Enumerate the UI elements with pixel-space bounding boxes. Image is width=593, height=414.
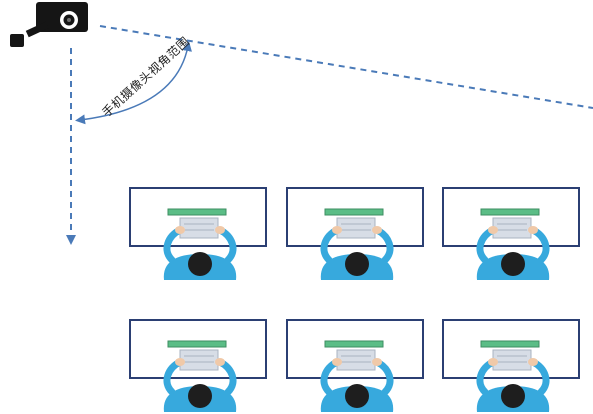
workstation — [130, 320, 266, 412]
fov-angle-arc — [75, 41, 192, 125]
workstation — [130, 188, 266, 280]
workstation — [287, 188, 423, 280]
workstation — [287, 320, 423, 412]
workstation — [443, 320, 579, 412]
workstation-grid — [130, 188, 579, 412]
surveillance-camera-icon — [10, 2, 88, 47]
workstation — [443, 188, 579, 280]
